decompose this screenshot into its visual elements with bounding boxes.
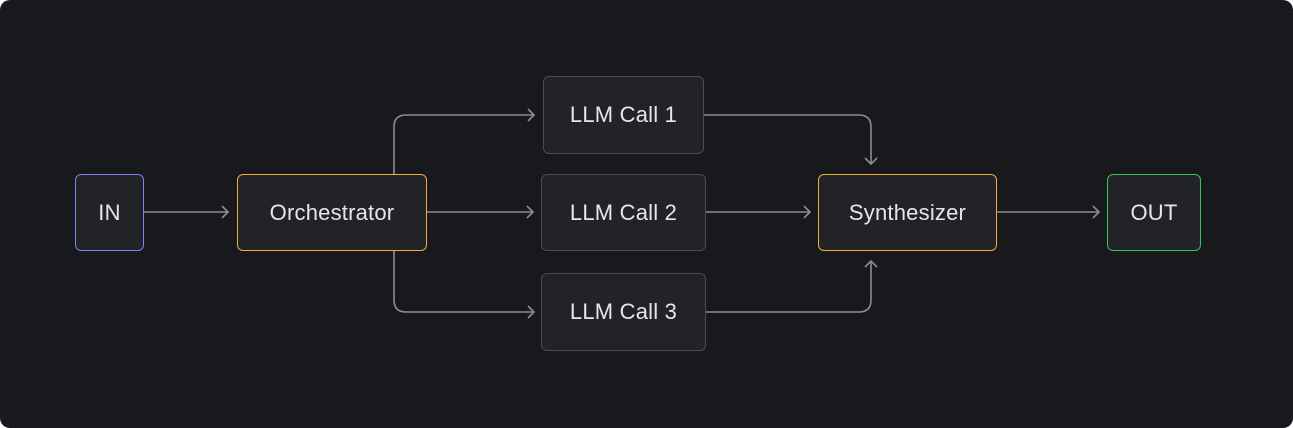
arrowhead-in-to-orchestrator <box>221 205 230 219</box>
edge-llm-call-3-to-synthesizer <box>706 261 872 313</box>
edge-orchestrator-to-llm-call-3 <box>393 251 534 313</box>
synthesizer-node-label: Synthesizer <box>848 199 967 225</box>
orchestrator-node-label: Orchestrator <box>269 199 395 225</box>
input-node-label: IN <box>98 199 121 225</box>
edge-llm-call-1-to-synthesizer <box>704 114 872 164</box>
llm-call-3-node: LLM Call 3 <box>541 273 706 351</box>
llm-call-3-label: LLM Call 3 <box>569 299 678 324</box>
arrowhead-orchestrator-to-llm-call-3 <box>527 305 536 319</box>
llm-call-2-label: LLM Call 2 <box>569 199 678 225</box>
orchestrator-node: Orchestrator <box>237 174 427 251</box>
llm-call-2-node: LLM Call 2 <box>541 174 706 251</box>
output-node-label: OUT <box>1130 199 1178 225</box>
llm-call-1-label: LLM Call 1 <box>569 102 678 127</box>
edge-orchestrator-to-llm-call-1 <box>393 114 534 174</box>
llm-call-1-node: LLM Call 1 <box>543 76 704 154</box>
input-node: IN <box>75 174 144 251</box>
output-node: OUT <box>1107 174 1201 251</box>
synthesizer-node: Synthesizer <box>818 174 997 251</box>
arrowhead-orchestrator-to-llm-call-1 <box>527 108 536 122</box>
arrowhead-synthesizer-to-out <box>1092 205 1101 219</box>
arrowhead-llm-call-3-to-synthesizer <box>864 259 878 268</box>
arrowhead-llm-call-1-to-synthesizer <box>864 157 878 166</box>
arrowhead-llm-call-2-to-synthesizer <box>803 205 812 219</box>
arrowhead-orchestrator-to-llm-call-2 <box>526 205 535 219</box>
